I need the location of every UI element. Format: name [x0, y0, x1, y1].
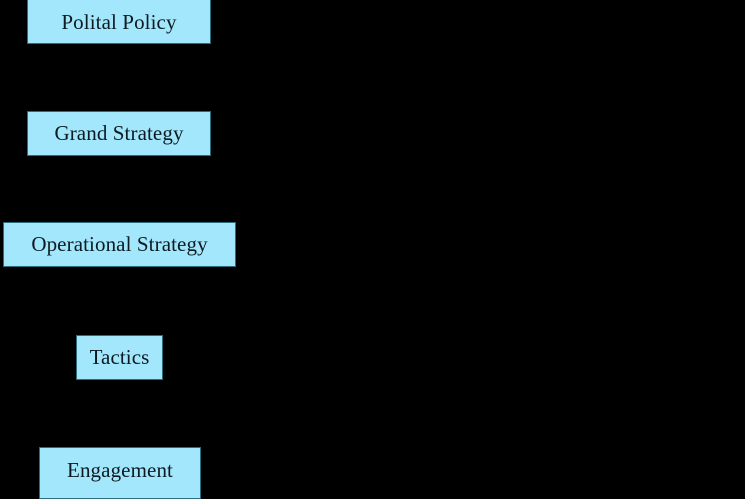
- node-tactics-label: Tactics: [89, 345, 150, 369]
- node-political-policy[interactable]: Polital Policy: [27, 0, 211, 44]
- node-political-policy-label: Polital Policy: [61, 9, 177, 34]
- node-engagement[interactable]: Engagement: [39, 447, 201, 499]
- node-grand-strategy-label: Grand Strategy: [54, 121, 184, 145]
- node-operational-strategy-label: Operational Strategy: [31, 232, 208, 256]
- node-grand-strategy[interactable]: Grand Strategy: [27, 111, 211, 156]
- node-operational-strategy[interactable]: Operational Strategy: [3, 222, 236, 267]
- node-engagement-label: Engagement: [67, 457, 173, 482]
- node-tactics[interactable]: Tactics: [76, 335, 163, 380]
